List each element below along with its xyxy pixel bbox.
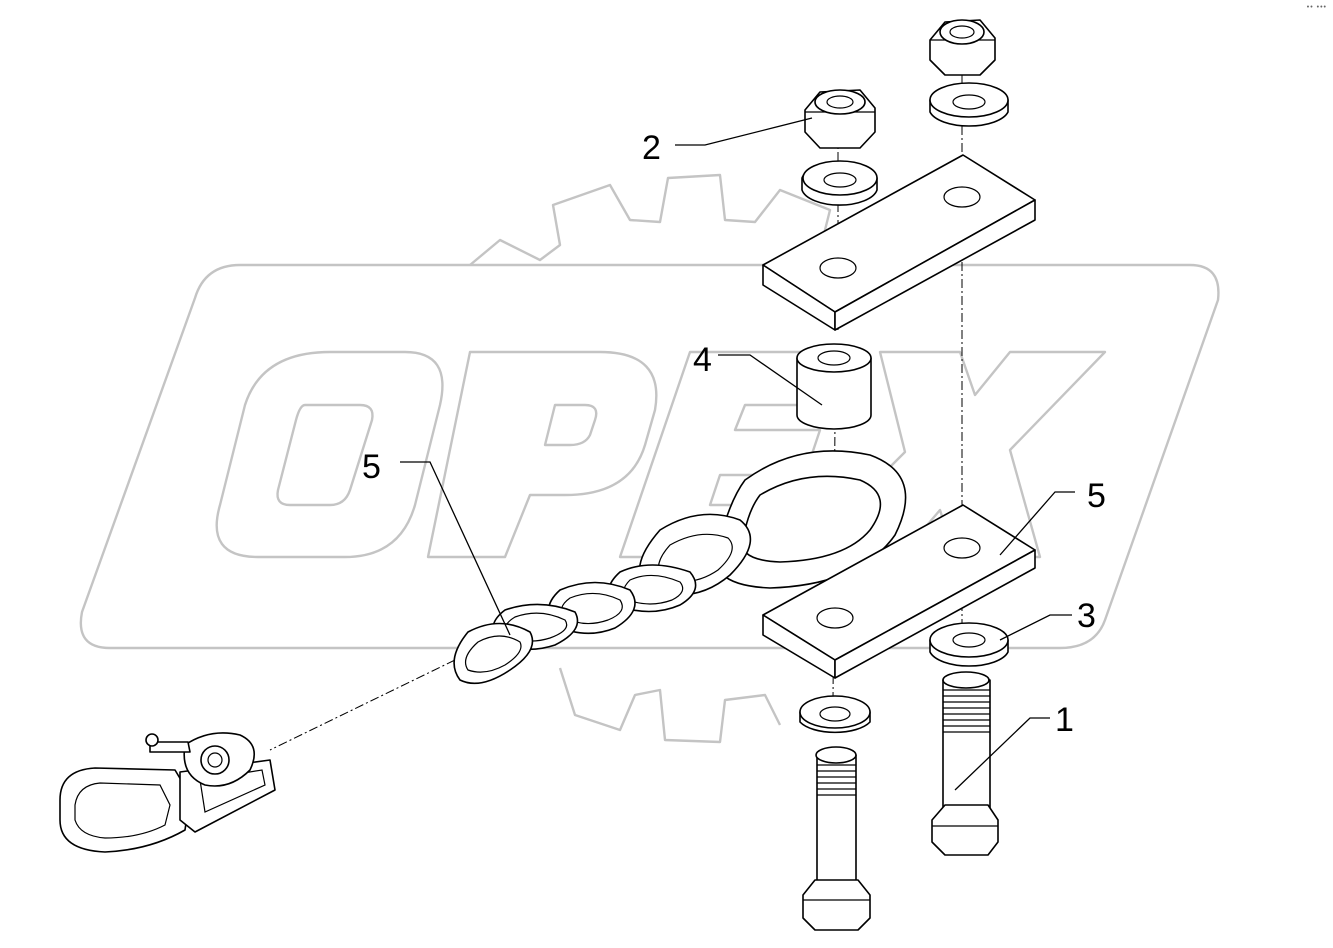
hex-nut-left bbox=[804, 89, 876, 149]
chain bbox=[453, 450, 907, 685]
clevis-hook bbox=[59, 732, 276, 853]
plate-upper bbox=[762, 154, 1036, 331]
washer-lower-left bbox=[799, 695, 871, 734]
callouts: 2 4 5 5 3 1 bbox=[362, 129, 1106, 739]
washer-top-left bbox=[801, 160, 878, 206]
callout-5-left: 5 bbox=[362, 448, 381, 486]
bolt-right bbox=[931, 671, 999, 856]
watermark-letter-p bbox=[426, 350, 658, 559]
leader-lines bbox=[400, 117, 1075, 791]
callout-3: 3 bbox=[1077, 597, 1096, 635]
washer-lower-right bbox=[929, 622, 1009, 667]
chain-link bbox=[453, 622, 534, 685]
watermark-plate bbox=[79, 263, 1220, 650]
watermark-letter-o bbox=[215, 350, 444, 559]
callout-1: 1 bbox=[1055, 701, 1074, 739]
callout-4: 4 bbox=[693, 341, 712, 379]
callout-5-right: 5 bbox=[1087, 477, 1106, 515]
bolt-left bbox=[802, 746, 871, 931]
corner-mark: •• ••• bbox=[1306, 4, 1327, 11]
watermark-gear bbox=[469, 173, 832, 266]
hex-nut-top-right bbox=[929, 19, 996, 76]
bushing bbox=[796, 343, 872, 430]
washer-top-right bbox=[929, 82, 1009, 127]
plate-lower bbox=[762, 504, 1036, 679]
opex-watermark bbox=[79, 173, 1220, 744]
callout-2: 2 bbox=[642, 129, 661, 167]
